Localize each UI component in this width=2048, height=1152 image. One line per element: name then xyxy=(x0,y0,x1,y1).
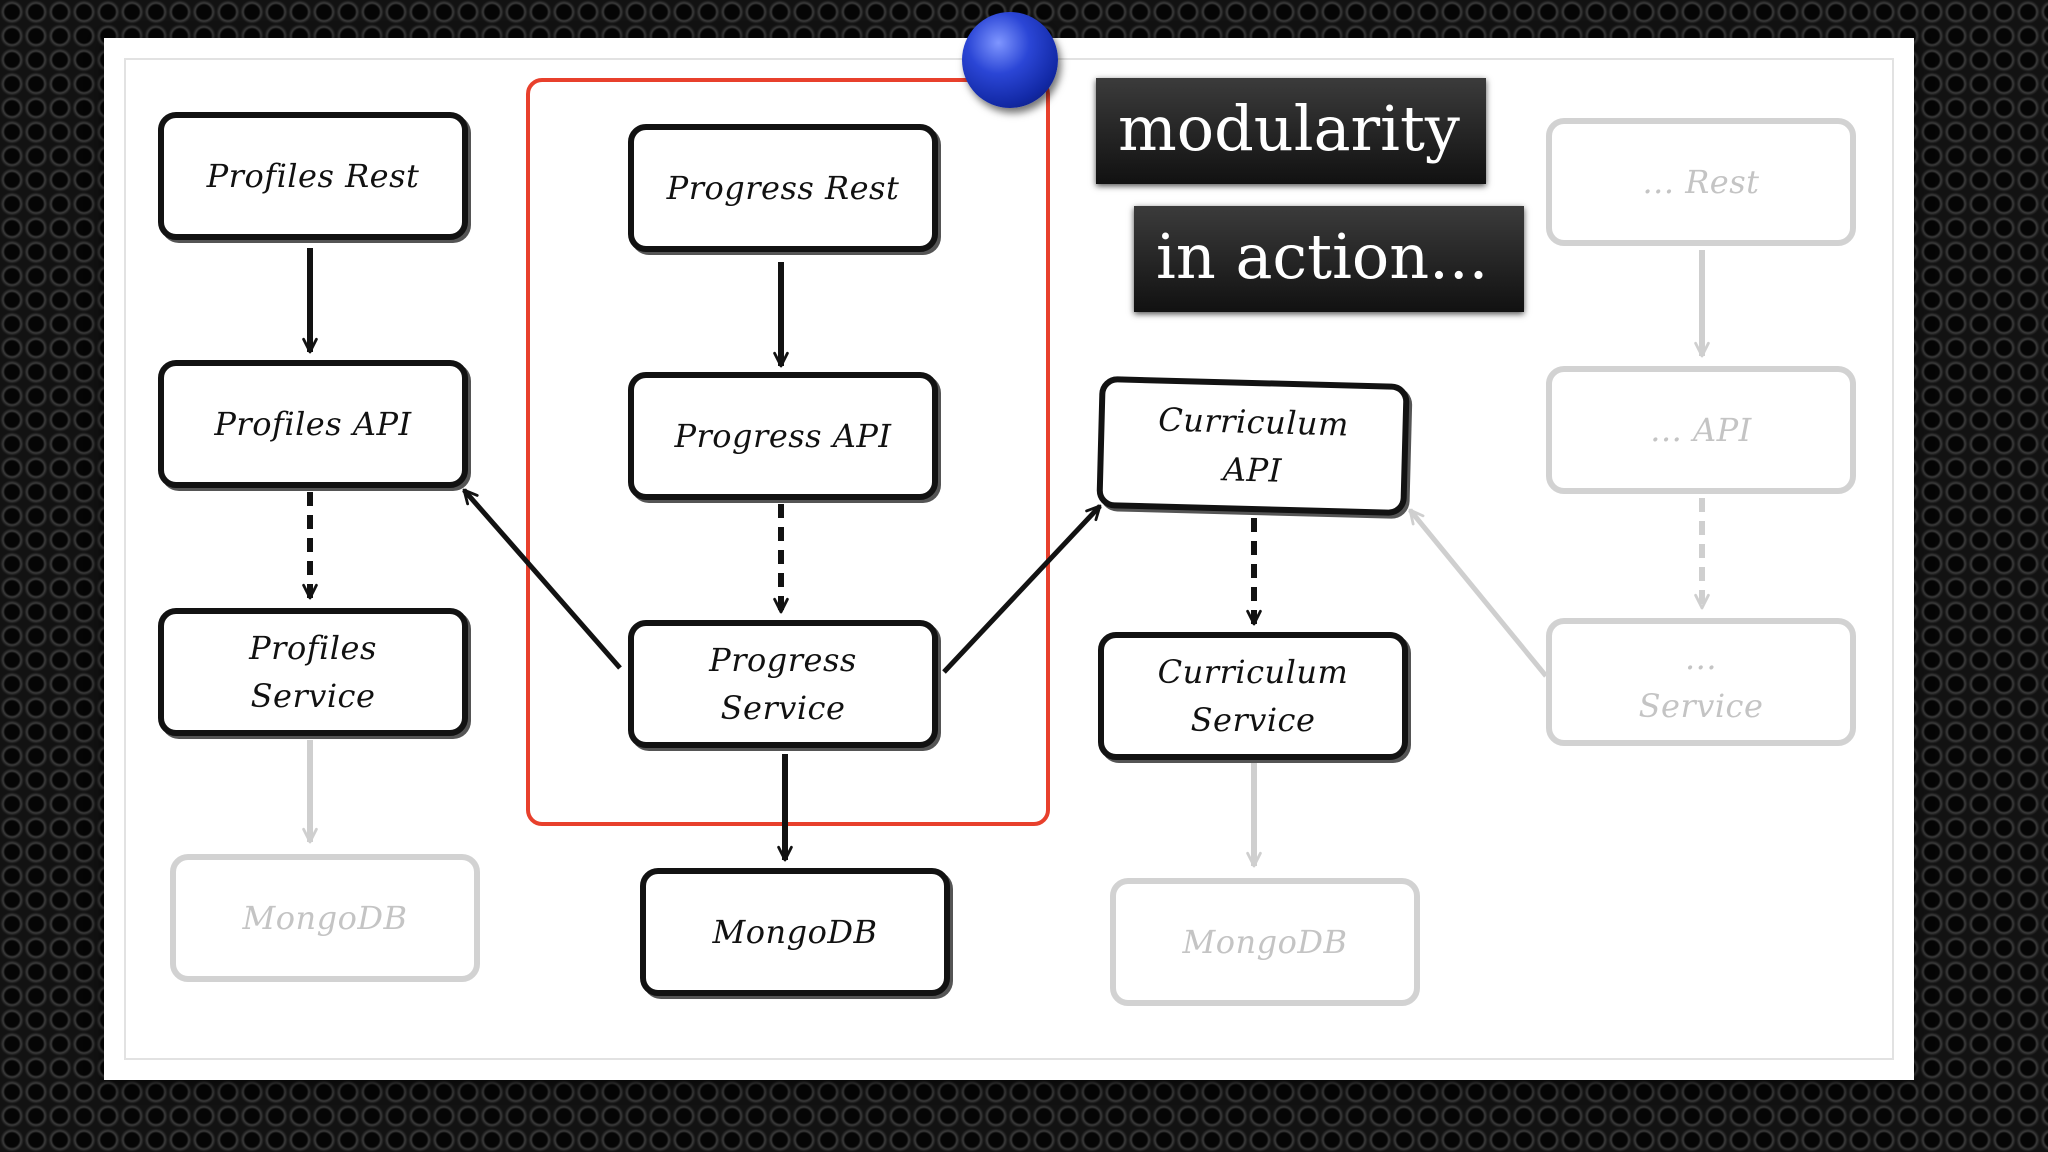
generic-service-label-line1: ... xyxy=(1684,639,1717,677)
progress-service-node: Progress Service xyxy=(628,620,938,748)
curriculum-service-label-line1: Curriculum xyxy=(1157,653,1349,691)
profiles-api-label: Profiles API xyxy=(214,405,412,443)
push-pin-icon xyxy=(962,12,1058,108)
generic-service-node: ... Service xyxy=(1546,618,1856,746)
generic-rest-label: ... Rest xyxy=(1642,163,1760,201)
curriculum-mongodb-label: MongoDB xyxy=(1182,923,1348,961)
profiles-service-label-line2: Service xyxy=(250,677,376,715)
generic-api-label: ... API xyxy=(1650,411,1752,449)
profiles-rest-label: Profiles Rest xyxy=(206,157,420,195)
curriculum-api-label-line2: API xyxy=(1222,450,1283,490)
progress-rest-label: Progress Rest xyxy=(666,169,900,207)
profiles-api-node: Profiles API xyxy=(158,360,468,488)
arrow-generic-service-to-curriculum-api xyxy=(1408,508,1548,678)
title-line2: in action... xyxy=(1156,220,1489,293)
title-in-action: in action... xyxy=(1134,206,1524,312)
profiles-rest-node: Profiles Rest xyxy=(158,112,468,240)
profiles-mongodb-label: MongoDB xyxy=(242,899,408,937)
generic-service-label-line2: Service xyxy=(1638,687,1764,725)
progress-api-node: Progress API xyxy=(628,372,938,500)
profiles-service-label-line1: Profiles xyxy=(249,629,377,667)
arrow-progress-service-to-curriculum-api xyxy=(942,504,1102,674)
curriculum-api-label-line1: Curriculum xyxy=(1157,400,1350,444)
curriculum-mongodb-node: MongoDB xyxy=(1110,878,1420,1006)
curriculum-service-node: Curriculum Service xyxy=(1098,632,1408,760)
profiles-service-node: Profiles Service xyxy=(158,608,468,736)
progress-service-label-line2: Service xyxy=(720,689,846,727)
progress-mongodb-label: MongoDB xyxy=(712,913,878,951)
generic-api-node: ... API xyxy=(1546,366,1856,494)
progress-mongodb-node: MongoDB xyxy=(640,868,950,996)
progress-service-label-line1: Progress xyxy=(709,641,857,679)
curriculum-api-node: Curriculum API xyxy=(1096,375,1410,517)
profiles-mongodb-node: MongoDB xyxy=(170,854,480,982)
arrow-progress-service-to-profiles-api xyxy=(462,488,622,670)
title-line1: modularity xyxy=(1118,92,1460,165)
generic-rest-node: ... Rest xyxy=(1546,118,1856,246)
title-modularity: modularity xyxy=(1096,78,1486,184)
progress-rest-node: Progress Rest xyxy=(628,124,938,252)
progress-api-label: Progress API xyxy=(674,417,892,455)
curriculum-service-label-line2: Service xyxy=(1190,701,1316,739)
